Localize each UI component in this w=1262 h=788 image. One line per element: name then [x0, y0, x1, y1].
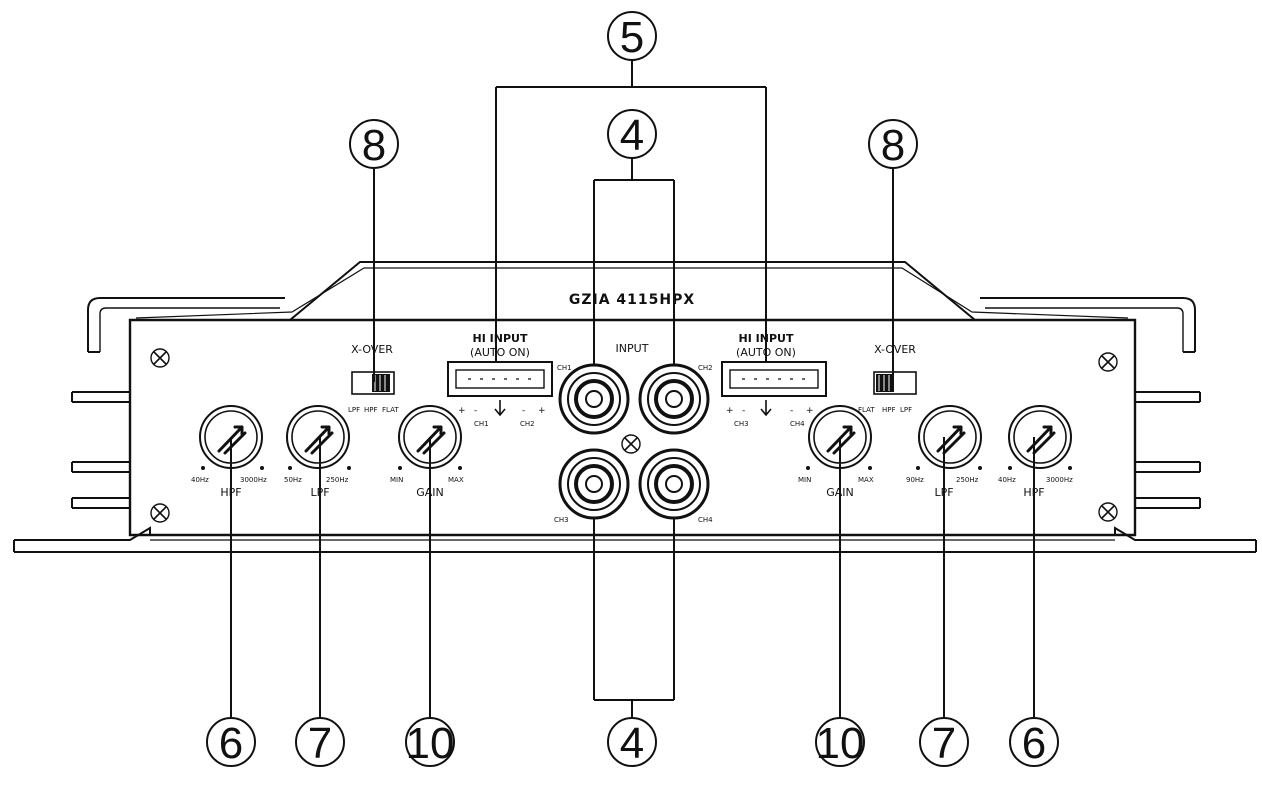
rca-channel-label: CH3 — [554, 516, 569, 524]
xover-switch-right: X-OVER FLAT HPF LPF — [858, 343, 917, 414]
xover-title: X-OVER — [351, 343, 393, 356]
svg-text:4: 4 — [620, 719, 644, 768]
leader-lines — [230, 60, 1035, 718]
svg-text:8: 8 — [881, 121, 905, 170]
knob-max-label: 3000Hz — [1046, 476, 1073, 484]
svg-text:7: 7 — [308, 719, 332, 768]
svg-text:10: 10 — [406, 719, 455, 768]
screw-icon — [150, 503, 170, 523]
rca-jack-icon — [558, 363, 630, 435]
knob-max-label: 250Hz — [326, 476, 349, 484]
svg-text:7: 7 — [932, 719, 956, 768]
rca-channel-label: CH2 — [698, 364, 713, 372]
xover-pos-hpf: HPF — [364, 406, 378, 414]
knob-icon — [917, 404, 983, 470]
hi-input-title: HI INPUT — [473, 332, 528, 345]
callout-7-right: 7 — [919, 717, 969, 768]
knob-min-label: 50Hz — [284, 476, 302, 484]
pin-label: - — [790, 406, 793, 416]
pin-label: - — [474, 406, 477, 416]
knob-gain-left: MIN MAX GAIN — [390, 404, 464, 499]
xover-pos-hpf: HPF — [882, 406, 896, 414]
callout-10-right: 10 — [815, 717, 865, 768]
xover-pos-lpf: LPF — [900, 406, 912, 414]
connector-icon — [721, 361, 827, 397]
rca-title: INPUT — [616, 342, 649, 355]
pin-label: - — [522, 406, 525, 416]
pin-label: - — [742, 406, 745, 416]
rca-input-group: INPUT CH1 CH2 CH3 CH4 — [554, 342, 713, 524]
knob-max-label: MAX — [858, 476, 874, 484]
knob-min-label: 90Hz — [906, 476, 924, 484]
knob-max-label: MAX — [448, 476, 464, 484]
hi-input-right: HI INPUT (AUTO ON) + - - + CH3 CH4 — [721, 332, 827, 428]
pin-label: + — [538, 406, 546, 416]
rca-jack-icon — [638, 448, 710, 520]
knob-hpf-left: 40Hz 3000Hz HPF — [191, 404, 267, 499]
pin-label: + — [806, 406, 814, 416]
callout-6-right: 6 — [1009, 717, 1059, 768]
knob-gain-right: MIN MAX GAIN — [798, 404, 874, 499]
knob-min-label: 40Hz — [191, 476, 209, 484]
callout-4-top: 4 — [607, 109, 657, 160]
screw-icon — [1098, 502, 1118, 522]
hi-input-left: HI INPUT (AUTO ON) + - - + CH1 CH2 — [447, 332, 553, 428]
screw-icon — [1098, 352, 1118, 372]
chassis-outline — [13, 261, 1257, 553]
channel-label: CH3 — [734, 420, 749, 428]
xover-pos-flat: FLAT — [382, 406, 399, 414]
knob-max-label: 250Hz — [956, 476, 979, 484]
svg-text:8: 8 — [362, 121, 386, 170]
xover-switch-left: X-OVER LPF HPF FLAT — [348, 343, 399, 414]
channel-label: CH2 — [520, 420, 535, 428]
connector-icon — [447, 361, 553, 397]
knob-icon — [285, 404, 351, 470]
channel-label: CH4 — [790, 420, 805, 428]
knob-min-label: 40Hz — [998, 476, 1016, 484]
callout-10-left: 10 — [405, 717, 455, 768]
knob-icon — [1007, 404, 1073, 470]
xover-pos-flat: FLAT — [858, 406, 875, 414]
rca-jack-icon — [638, 363, 710, 435]
callout-5-top: 5 — [607, 11, 657, 62]
knob-max-label: 3000Hz — [240, 476, 267, 484]
screw-icon — [621, 434, 641, 454]
rca-jack-icon — [558, 448, 630, 520]
callout-7-left: 7 — [295, 717, 345, 768]
xover-title: X-OVER — [874, 343, 916, 356]
pin-label: + — [458, 406, 466, 416]
svg-text:6: 6 — [219, 719, 243, 768]
rca-channel-label: CH1 — [557, 364, 572, 372]
screw-icon — [150, 348, 170, 368]
callout-4-bottom: 4 — [607, 717, 657, 768]
knob-hpf-right: 40Hz 3000Hz HPF — [998, 404, 1073, 499]
xover-pos-lpf: LPF — [348, 406, 360, 414]
model-label: GZIA 4115HPX — [569, 292, 695, 308]
rca-channel-label: CH4 — [698, 516, 713, 524]
callout-6-left: 6 — [206, 717, 256, 768]
svg-text:10: 10 — [816, 719, 865, 768]
knob-min-label: MIN — [798, 476, 811, 484]
callout-8-left: 8 — [349, 119, 399, 170]
channel-label: CH1 — [474, 420, 489, 428]
hi-input-subtitle: (AUTO ON) — [470, 346, 530, 359]
callout-8-right: 8 — [868, 119, 918, 170]
svg-text:5: 5 — [620, 13, 644, 62]
svg-text:4: 4 — [620, 111, 644, 160]
knob-lpf-left: 50Hz 250Hz LPF — [284, 404, 351, 499]
ground-icon — [760, 400, 772, 417]
knob-min-label: MIN — [390, 476, 403, 484]
ground-icon — [494, 400, 506, 417]
svg-text:6: 6 — [1022, 719, 1046, 768]
pin-label: + — [726, 406, 734, 416]
